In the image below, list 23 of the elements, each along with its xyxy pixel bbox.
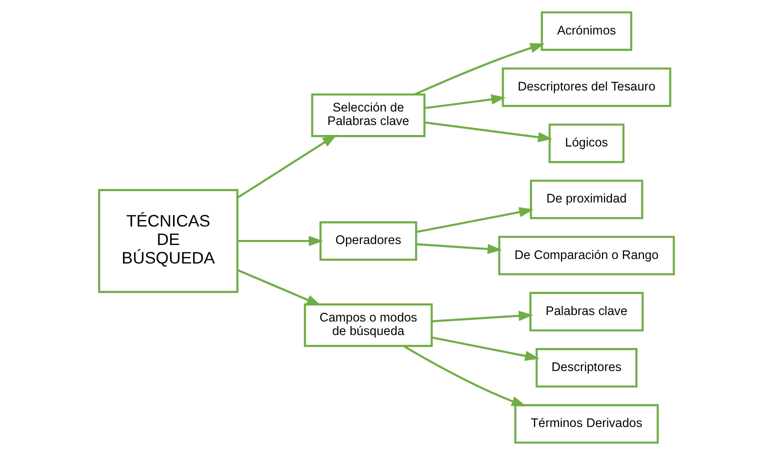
arrow xyxy=(416,243,502,254)
node-box: TÉCNICAS DE BÚSQUEDA xyxy=(98,189,238,293)
node-box: Lógicos xyxy=(548,124,624,164)
node-box: Descriptores del Tesauro xyxy=(502,67,672,107)
arrow xyxy=(432,310,534,322)
arrow xyxy=(414,43,545,96)
node-box: Selección de Palabras clave xyxy=(311,93,426,138)
arrow xyxy=(424,94,506,110)
node-box: Operadores xyxy=(319,221,418,261)
node-box: Campos o modos de búsqueda xyxy=(304,303,433,348)
arrow xyxy=(432,336,540,361)
node-box: Acrónimos xyxy=(540,11,632,51)
arrow xyxy=(424,121,553,142)
node-box: Términos Derivados xyxy=(514,404,659,444)
arrow xyxy=(416,207,534,234)
arrow xyxy=(237,269,322,306)
node-box: De proximidad xyxy=(530,180,644,220)
node-box: De Comparación o Rango xyxy=(498,236,675,276)
node-box: Descriptores xyxy=(536,348,638,388)
arrow xyxy=(236,134,337,199)
node-box: Palabras clave xyxy=(529,292,644,332)
arrow xyxy=(402,345,526,406)
arrow xyxy=(237,236,324,246)
